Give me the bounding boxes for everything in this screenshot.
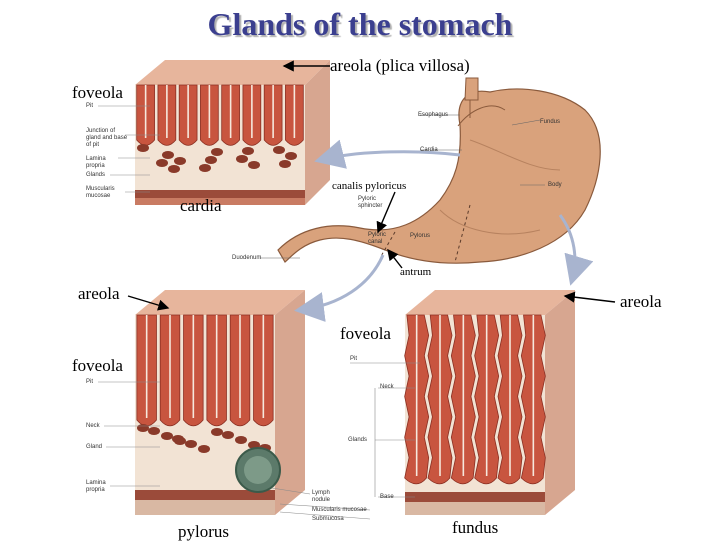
small-label-submucosa: Submucosa [312, 516, 344, 522]
small-label-body: Body [548, 182, 562, 188]
small-label-pit-top: Pit [86, 103, 94, 109]
small-label-duodenum: Duodenum [232, 255, 262, 261]
small-label-fundus: Fundus [540, 119, 561, 125]
label-foveola-top: foveola [72, 83, 123, 102]
small-label-neck-left: Neck [86, 423, 100, 429]
fundus-tissue-block [404, 290, 575, 515]
small-label-lymph-nodule: Lymph nodule [312, 490, 331, 503]
label-fundus: fundus [452, 518, 499, 537]
small-label-lamina-left: Lamina propria [86, 480, 106, 493]
small-label-glands-top: Glands [86, 172, 106, 178]
small-label-gland-left: Gland [86, 444, 103, 450]
label-areola-right: areola [620, 292, 662, 311]
small-label-neck-right: Neck [380, 384, 394, 390]
pylorus-tissue-block [135, 290, 305, 515]
label-canalis-pyloricus: canalis pyloricus [332, 180, 407, 192]
label-areola-plica: areola (plica villosa) [330, 56, 470, 75]
arrow-to-fundus [558, 214, 594, 286]
page-title: Glands of the stomach [207, 6, 513, 42]
small-label-muscularis-top: Muscularis mucosae [86, 186, 115, 199]
small-label-pit-left: Pit [86, 379, 94, 385]
arrow-to-cardia [314, 139, 461, 169]
label-cardia: cardia [180, 196, 222, 215]
small-label-pyloric-sphincter: Pyloric sphincter [358, 196, 383, 209]
label-foveola-mid: foveola [340, 324, 391, 343]
cardia-tissue-block [135, 60, 330, 205]
small-label-cardia: Cardia [420, 147, 438, 153]
small-label-pylorus: Pylorus [410, 233, 431, 239]
pointer-areola-left [127, 295, 170, 311]
pointer-antrum [387, 248, 403, 269]
arrow-to-pylorus [294, 254, 385, 322]
small-label-base-right: Base [380, 494, 394, 500]
pointer-canalis [376, 191, 396, 234]
small-label-junction: Junction of gland and base of pit [86, 128, 128, 148]
leader-lines [98, 105, 420, 520]
small-label-muscularis-mid: Muscularis mucosae [312, 507, 367, 513]
small-label-glands-right: Glands [348, 437, 368, 443]
small-label-lamina-top: Lamina propria [86, 156, 106, 169]
label-foveola-left: foveola [72, 356, 123, 375]
small-label-esophagus: Esophagus [418, 112, 449, 118]
label-areola-left: areola [78, 284, 120, 303]
small-label-pit-right: Pit [350, 356, 358, 362]
label-pylorus: pylorus [178, 522, 229, 541]
small-label-pyloric-canal: Pyloric canal [368, 232, 387, 245]
label-antrum: antrum [400, 266, 432, 278]
pointer-areola-right [563, 291, 616, 303]
